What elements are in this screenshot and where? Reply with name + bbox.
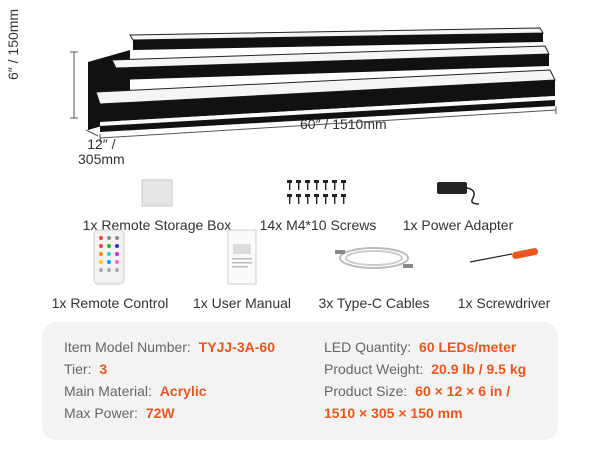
spec-led-quantity: LED Quantity: 60 LEDs/meter bbox=[324, 338, 516, 356]
accessory-remote-control: 1x Remote Control bbox=[48, 228, 172, 311]
user-manual-icon bbox=[227, 229, 257, 285]
spec-tier: Tier: 3 bbox=[64, 360, 107, 378]
spec-key: Product Size: bbox=[324, 383, 408, 399]
accessory-storage-box: 1x Remote Storage Box bbox=[82, 178, 232, 233]
spec-max-power: Max Power: 72W bbox=[64, 404, 175, 422]
accessory-screws: 14x M4*10 Screws bbox=[256, 178, 380, 233]
height-dimension-label: 6″ / 150mm bbox=[5, 8, 21, 80]
spec-key: Item Model Number: bbox=[64, 339, 191, 355]
screwdriver-icon bbox=[469, 248, 539, 263]
spec-model-number: Item Model Number: TYJJ-3A-60 bbox=[64, 338, 275, 356]
accessory-user-manual: 1x User Manual bbox=[180, 228, 304, 311]
spec-material: Main Material: Acrylic bbox=[64, 382, 207, 400]
product-figure: 6″ / 150mm 12″ / 305mm 60″ / 1510mm bbox=[0, 0, 600, 170]
spec-key: LED Quantity: bbox=[324, 339, 412, 355]
spec-value: 72W bbox=[145, 405, 175, 421]
depth-line-2: 305mm bbox=[78, 151, 125, 168]
specs-panel: Item Model Number: TYJJ-3A-60 Tier: 3 Ma… bbox=[42, 322, 558, 440]
spec-key: Max Power: bbox=[64, 405, 138, 421]
led-shelf-image bbox=[70, 27, 557, 142]
depth-line-1: 12″ / bbox=[87, 136, 116, 152]
spec-value: 3 bbox=[99, 361, 108, 377]
spec-value: 60 × 12 × 6 in / bbox=[415, 383, 511, 399]
accessory-type-c-cables: 3x Type-C Cables bbox=[312, 228, 436, 311]
accessory-power-adapter: 1x Power Adapter bbox=[396, 178, 520, 233]
accessory-label: 1x Remote Storage Box bbox=[82, 217, 232, 233]
spec-value: 1510 × 305 × 150 mm bbox=[324, 405, 463, 421]
depth-dimension-label: 12″ / 305mm bbox=[78, 136, 125, 168]
width-dimension-label: 60″ / 1510mm bbox=[300, 116, 387, 132]
spec-key: Tier: bbox=[64, 361, 92, 377]
spec-value: 60 LEDs/meter bbox=[419, 339, 517, 355]
power-adapter-icon bbox=[437, 182, 480, 205]
accessory-label: 3x Type-C Cables bbox=[318, 295, 430, 311]
accessory-screwdriver: 1x Screwdriver bbox=[442, 228, 566, 311]
accessory-label: 1x Power Adapter bbox=[402, 217, 514, 233]
spec-size: Product Size: 60 × 12 × 6 in / bbox=[324, 382, 510, 400]
spec-weight: Product Weight: 20.9 lb / 9.5 kg bbox=[324, 360, 526, 378]
accessory-label: 14x M4*10 Screws bbox=[259, 217, 377, 233]
accessories-section: 1x Remote Storage Box 14x M4*10 Screws bbox=[0, 170, 600, 315]
screws-icon bbox=[287, 180, 346, 204]
accessory-label: 1x Remote Control bbox=[51, 295, 169, 311]
storage-box-icon bbox=[141, 179, 173, 207]
spec-key: Main Material: bbox=[64, 383, 152, 399]
spec-key: Product Weight: bbox=[324, 361, 424, 377]
spec-value: TYJJ-3A-60 bbox=[198, 339, 275, 355]
accessory-label: 1x User Manual bbox=[192, 295, 292, 311]
type-c-cable-icon bbox=[335, 247, 413, 269]
spec-value: Acrylic bbox=[159, 383, 207, 399]
accessory-label: 1x Screwdriver bbox=[457, 295, 551, 311]
remote-control-icon bbox=[93, 229, 125, 285]
spec-size-continued: 1510 × 305 × 150 mm bbox=[324, 404, 463, 422]
spec-value: 20.9 lb / 9.5 kg bbox=[431, 361, 527, 377]
